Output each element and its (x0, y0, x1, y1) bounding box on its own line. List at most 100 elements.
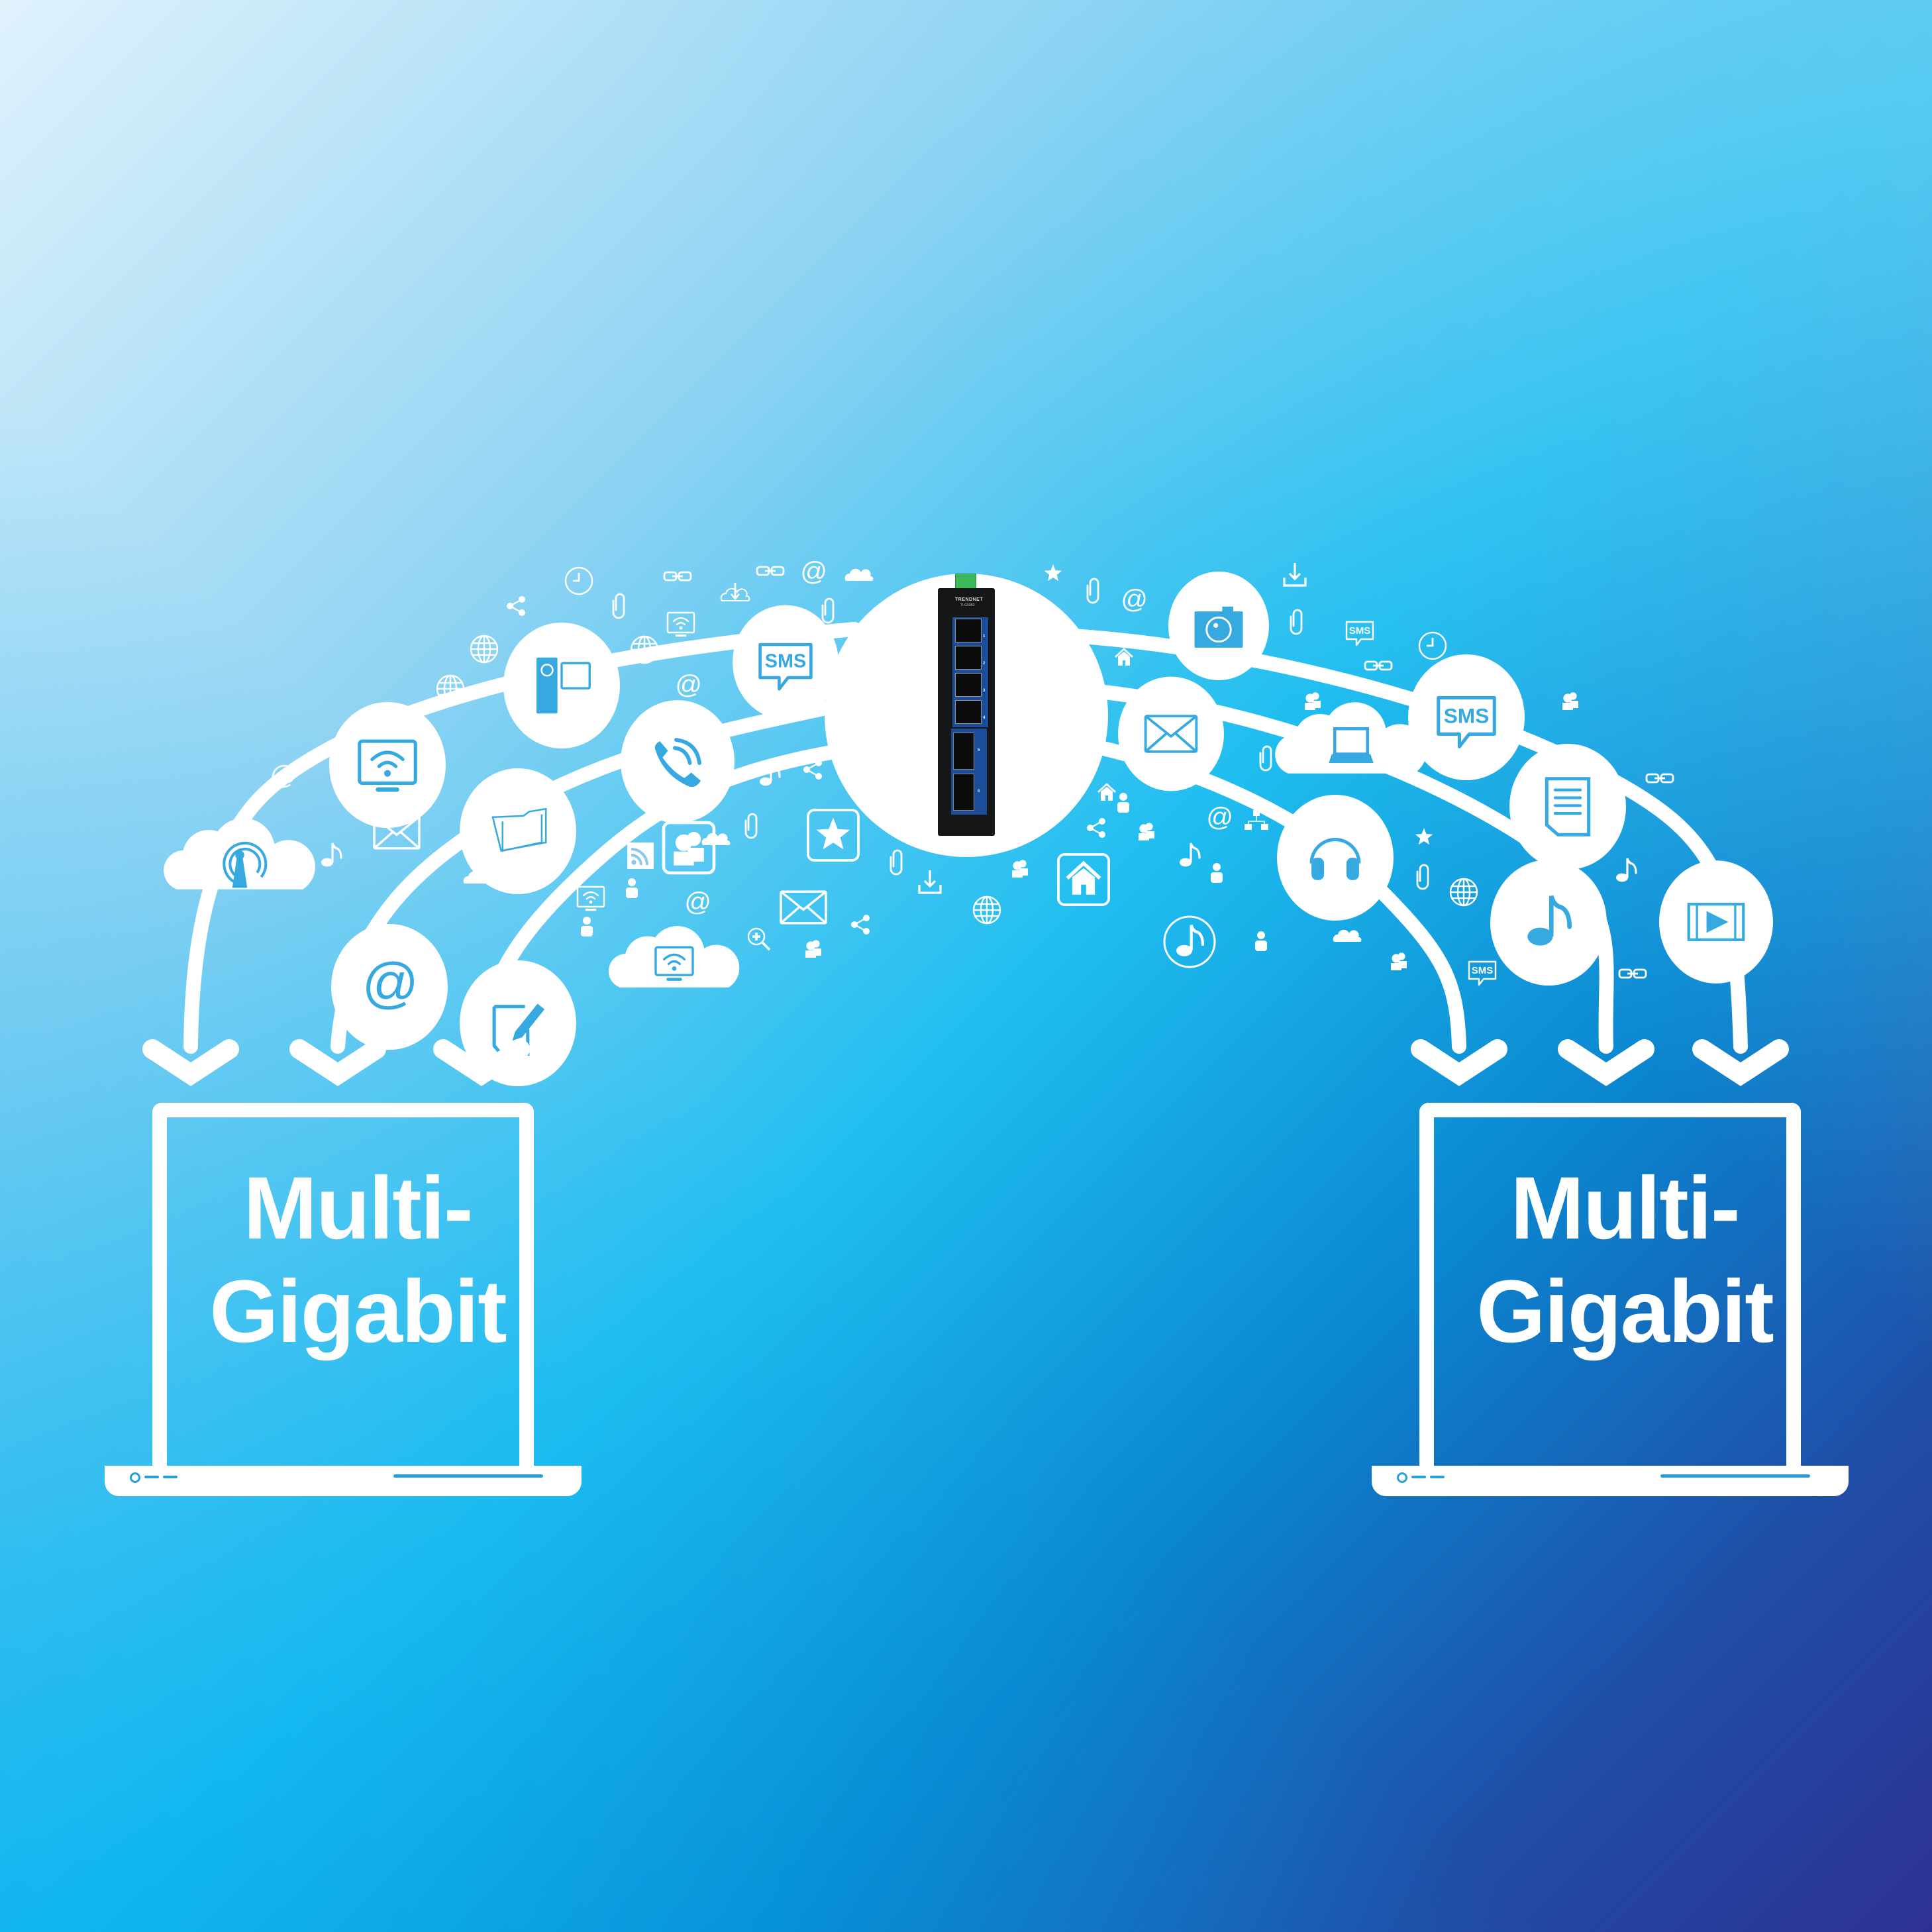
sms-small-icon: SMS (1468, 960, 1497, 986)
share-icon (1087, 818, 1105, 838)
video-camera-icon (536, 657, 591, 714)
video-camera-node (503, 622, 620, 749)
paperclip-icon (1290, 609, 1303, 635)
music-note-small-icon (760, 762, 781, 786)
arrow-down-icon (289, 1039, 386, 1086)
users-box-icon (662, 821, 716, 875)
cloud-icon (844, 568, 874, 581)
paperclip-icon (1259, 745, 1272, 772)
envelope-small-icon (373, 815, 421, 850)
sms-small-icon: SMS (1345, 621, 1374, 646)
svg-text:@: @ (800, 557, 827, 586)
sms-bubble-node: SMS (1408, 654, 1525, 781)
sfp-panel: 5 6 (951, 729, 987, 815)
at-sign-icon: @ (800, 557, 827, 586)
sitemap-icon (1245, 810, 1268, 830)
home-icon (1115, 648, 1133, 666)
sfp-port-6 (953, 774, 974, 811)
globe-icon (470, 635, 499, 664)
switch-brand: TRENDNET (955, 597, 984, 602)
arrow-down-icon (1411, 1039, 1507, 1086)
wifi-monitor-icon (358, 739, 417, 792)
at-sign-icon: @ (1121, 585, 1148, 614)
arrow-down-icon (1558, 1039, 1654, 1086)
globe-icon (1449, 878, 1478, 907)
music-note-node (1490, 859, 1607, 986)
rj45-port-3 (955, 673, 982, 697)
home-icon (1097, 783, 1116, 801)
clock-icon (564, 566, 593, 595)
envelope-small-icon (780, 890, 827, 925)
globe-icon (630, 635, 659, 664)
link-icon (756, 566, 785, 576)
video-play-node (1659, 860, 1773, 984)
at-sign-icon: @ (684, 888, 711, 917)
paperclip-icon (1416, 864, 1429, 890)
camera-node (1168, 571, 1269, 681)
port-number: 6 (978, 789, 980, 793)
folder-node (460, 768, 576, 895)
user-icon (1255, 931, 1267, 951)
switch-model: TI-G50B2 (960, 603, 975, 607)
label-line-1: Multi- (1510, 1159, 1740, 1258)
svg-text:@: @ (675, 670, 702, 699)
download-icon (918, 870, 942, 894)
sfp-port-5 (953, 733, 974, 770)
laptop-screen: Multi- Gigabit (1419, 1103, 1801, 1466)
rj45-port-4 (955, 700, 982, 724)
user-icon (1211, 863, 1223, 883)
label-line-2: Gigabit (1476, 1262, 1774, 1361)
headphones-node (1277, 794, 1394, 921)
users-icon (1012, 860, 1028, 878)
laptop-base (105, 1466, 582, 1496)
document-node (1509, 743, 1626, 870)
music-note-small-icon (1616, 858, 1637, 882)
at-sign-icon: @ (675, 670, 702, 699)
cloud-icon (463, 871, 492, 884)
users-icon (1139, 823, 1154, 840)
document-icon (1545, 777, 1591, 837)
music-circle-icon (1163, 915, 1216, 968)
label-line-2: Gigabit (209, 1262, 507, 1361)
link-icon (663, 571, 692, 582)
users-icon (1305, 692, 1321, 710)
wifi-monitor-small-icon (666, 611, 695, 637)
arrow-heads (142, 1039, 1789, 1086)
cloud-icon (701, 833, 731, 845)
port-number: 5 (978, 748, 980, 752)
laptop-base (1372, 1466, 1849, 1496)
hinge-slot (393, 1474, 543, 1478)
globe-icon (436, 674, 465, 703)
laptop-screen: Multi- Gigabit (152, 1103, 534, 1466)
phone-call-icon (654, 738, 701, 788)
email-at-node: @ (331, 923, 448, 1050)
camera-icon (1194, 606, 1243, 648)
user-icon (1117, 793, 1129, 813)
envelope-icon (1144, 715, 1198, 753)
cloud-broadcast-node (164, 818, 315, 890)
users-icon (805, 940, 821, 958)
laptop-label: Multi- Gigabit (1449, 1157, 1801, 1364)
arc-right-inner (1066, 735, 1466, 1054)
cloud-icon (1333, 929, 1362, 942)
svg-text:@: @ (684, 888, 711, 917)
indicator-dash (1430, 1476, 1445, 1478)
email-at-icon: @ (361, 952, 418, 1014)
paperclip-icon (744, 813, 758, 839)
arrow-down-icon (1692, 1039, 1789, 1086)
svg-text:@: @ (1121, 585, 1148, 614)
port-number: 4 (983, 716, 986, 720)
user-icon (581, 917, 593, 937)
share-icon (803, 760, 822, 780)
sms-bubble-node: SMS (733, 605, 839, 720)
power-led-icon (1397, 1472, 1407, 1483)
arrow-down-icon (433, 1039, 530, 1086)
svg-text:SMS: SMS (1349, 625, 1371, 636)
home-box-icon (1057, 853, 1110, 906)
sms-bubble-icon: SMS (758, 642, 813, 691)
network-nodes-icon (851, 915, 870, 935)
music-note-icon (1527, 895, 1572, 946)
wifi-monitor-node (329, 701, 446, 829)
